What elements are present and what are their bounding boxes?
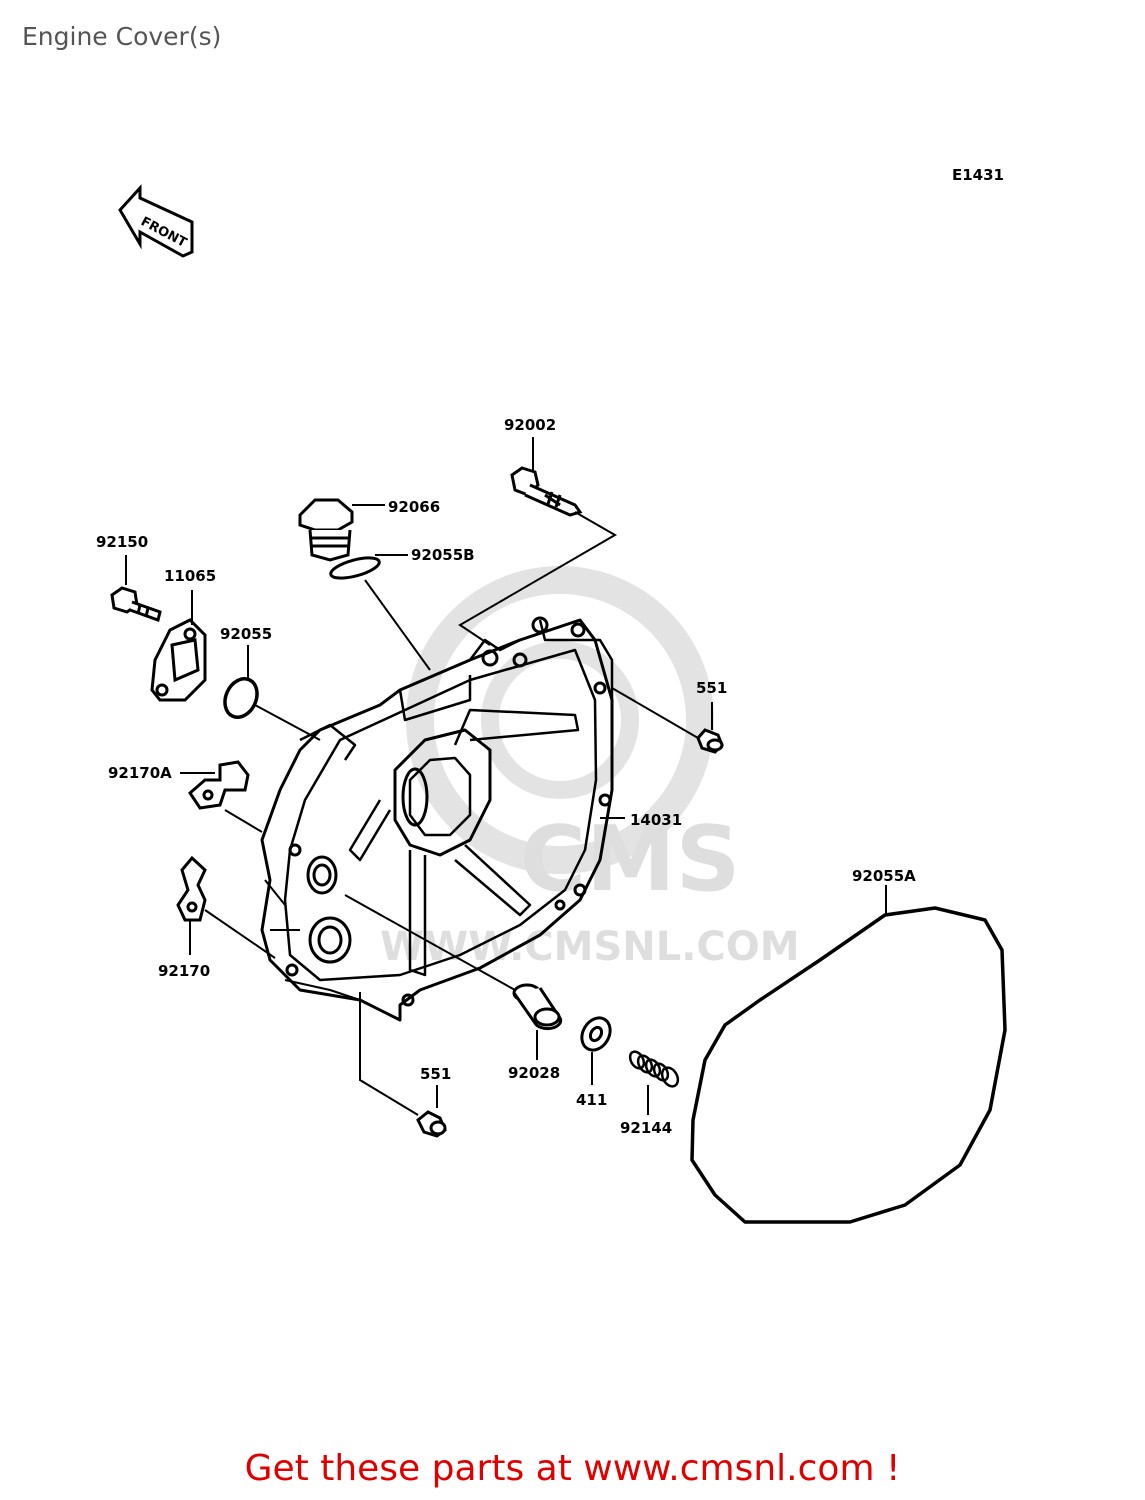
bushing-92028: [512, 983, 563, 1031]
bolt-92002: [510, 466, 583, 517]
label-92170: 92170: [158, 962, 210, 980]
plug-92066: [298, 498, 354, 562]
front-arrow-icon: FRONT: [118, 184, 194, 258]
page-title: Engine Cover(s): [22, 22, 222, 51]
cta-link[interactable]: Get these parts at www.cmsnl.com !: [244, 1448, 901, 1489]
label-11065: 11065: [164, 567, 216, 585]
engine-cover-14031: [260, 616, 614, 1022]
oring-92055B: [329, 556, 381, 580]
washer-411: [580, 1016, 612, 1052]
watermark-brand: CMS: [520, 807, 740, 912]
clamp-92170: [176, 855, 207, 922]
cta-banner[interactable]: Get these parts at www.cmsnl.com !: [0, 1448, 1145, 1489]
label-411: 411: [576, 1091, 607, 1109]
label-551-top: 551: [696, 679, 727, 697]
label-92066: 92066: [388, 498, 440, 516]
label-92150: 92150: [96, 533, 148, 551]
label-92055: 92055: [220, 625, 272, 643]
label-92002: 92002: [504, 416, 556, 434]
oring-92055: [223, 677, 259, 719]
label-551-bottom: 551: [420, 1065, 451, 1083]
watermark-url: WWW.CMSNL.COM: [380, 924, 800, 970]
dowel-551-top: [696, 728, 724, 754]
clamp-92170A: [188, 760, 250, 810]
bolt-92150: [110, 586, 162, 622]
dowel-551-bottom: [416, 1110, 447, 1138]
label-92144: 92144: [620, 1119, 672, 1137]
watermark: CMS WWW.CMSNL.COM: [380, 566, 800, 970]
label-92028: 92028: [508, 1064, 560, 1082]
cover-11065: [150, 618, 207, 702]
label-14031: 14031: [630, 811, 682, 829]
gasket-92055A: [690, 906, 1007, 1224]
label-92055B: 92055B: [411, 546, 475, 564]
spring-92144: [628, 1050, 680, 1088]
label-92170A: 92170A: [108, 764, 172, 782]
diagram-code: E1431: [952, 166, 1004, 184]
label-92055A: 92055A: [852, 867, 916, 885]
